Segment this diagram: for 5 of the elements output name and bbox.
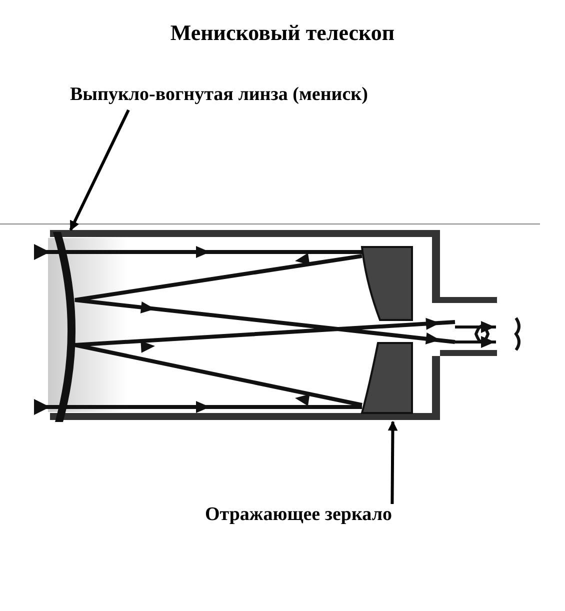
part-label: Отражающее зеркало (205, 504, 392, 526)
part-label: Выпукло-вогнутая линза (мениск) (70, 84, 368, 106)
leader-arrow (69, 109, 130, 231)
title: Менисковый телескоп (169, 20, 396, 46)
leader-arrow (388, 420, 398, 504)
